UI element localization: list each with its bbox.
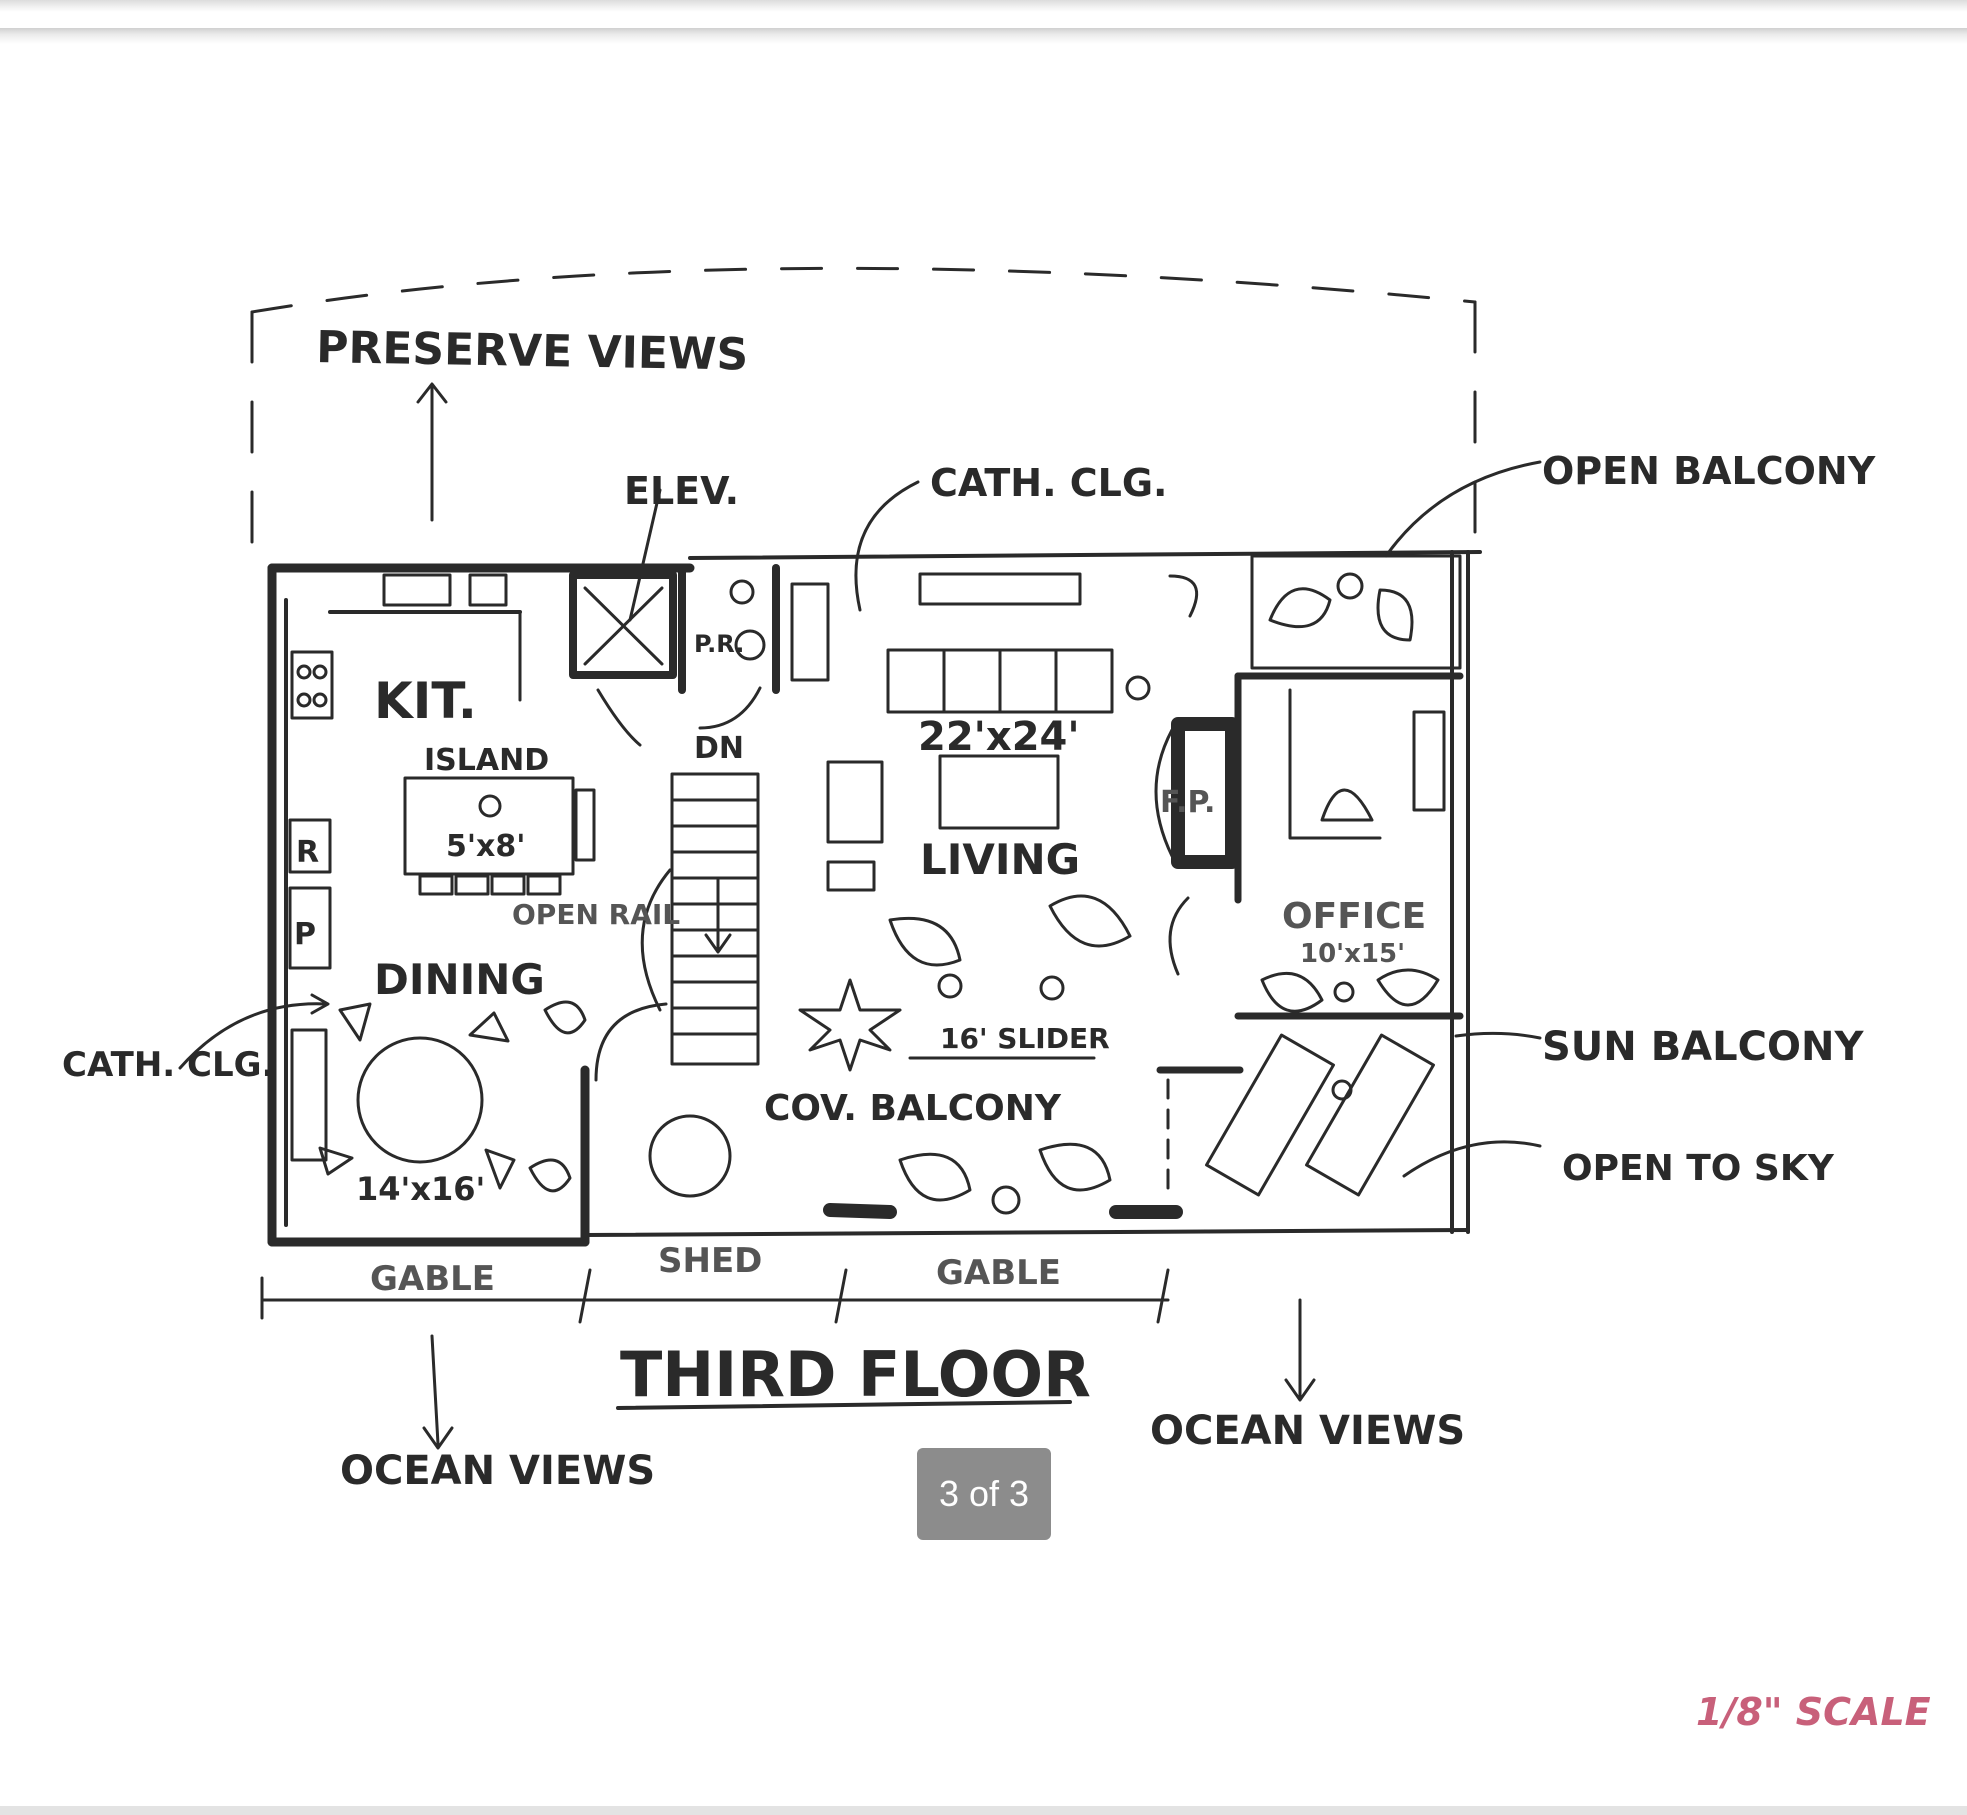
label-elev: ELEV. [624, 469, 739, 513]
bottom-divider [0, 1806, 1967, 1815]
exterior-walls-light [284, 550, 1482, 1237]
label-cath-clg-top: CATH. CLG. [930, 461, 1167, 505]
arrow-cath-clg-left [178, 1002, 328, 1070]
label-preserve-views: PRESERVE VIEWS [316, 322, 749, 381]
paper-edge [0, 28, 1967, 44]
label-ocean-views-left: OCEAN VIEWS [340, 1448, 655, 1494]
office-furniture [1168, 574, 1446, 1013]
view-boundary-dashed [250, 266, 1477, 314]
label-open-to-sky: OPEN TO SKY [1562, 1148, 1835, 1189]
label-dining: DINING [374, 955, 545, 1004]
living-furniture [798, 572, 1151, 1072]
label-cov-balcony: COV. BALCONY [764, 1088, 1062, 1129]
label-gable-right: GABLE [936, 1253, 1061, 1293]
dimension-line [260, 1268, 1170, 1324]
label-fp: F.P. [1160, 785, 1215, 820]
label-dn: DN [694, 731, 744, 766]
label-pr: P.R. [694, 630, 744, 658]
exterior-walls [267, 563, 695, 1247]
label-sun-balcony: SUN BALCONY [1542, 1024, 1864, 1070]
scale-note: 1/8" SCALE [1696, 1690, 1931, 1734]
covered-balcony [648, 1078, 1183, 1219]
kitchen-island [403, 776, 596, 896]
office-walls [1156, 672, 1464, 1074]
open-rail-curve [640, 868, 672, 1012]
dining-table [290, 1000, 587, 1193]
fireplace [1154, 717, 1239, 869]
kitchen-counters [288, 573, 522, 970]
top-divider [0, 0, 1967, 12]
label-kit: KIT. [374, 672, 477, 730]
label-living: LIVING [920, 835, 1080, 884]
label-island-size: 5'x8' [446, 829, 525, 864]
label-p: P [294, 917, 316, 952]
label-open-rail: OPEN RAIL [512, 898, 680, 931]
open-balcony [1250, 554, 1462, 670]
label-island: ISLAND [424, 743, 549, 778]
label-shed: SHED [658, 1241, 762, 1281]
elevator-shaft [569, 571, 677, 747]
arrow-open-to-sky [1402, 1140, 1542, 1178]
sun-balcony [1205, 1033, 1435, 1197]
powder-room [678, 564, 830, 694]
title-underline [616, 1400, 1072, 1410]
label-dining-size: 14'x16' [356, 1170, 485, 1208]
label-ocean-views-right: OCEAN VIEWS [1150, 1408, 1465, 1454]
label-living-size: 22'x24' [918, 714, 1080, 760]
arrow-sun-balcony [1454, 1031, 1542, 1040]
label-sliders: 16' SLIDER [940, 1022, 1110, 1055]
label-cath-clg-left: CATH. CLG. [62, 1045, 274, 1085]
stair [670, 772, 760, 1066]
sketch-title: THIRD FLOOR [620, 1338, 1091, 1411]
page-counter-badge: 3 of 3 [917, 1448, 1051, 1540]
arrow-ocean-views-left [430, 1334, 440, 1446]
label-open-balcony: OPEN BALCONY [1542, 449, 1876, 493]
label-office-size: 10'x15' [1300, 939, 1405, 969]
label-office: OFFICE [1282, 896, 1426, 937]
arrow-cath-clg-top [854, 480, 920, 612]
arrow-open-balcony [1384, 460, 1542, 558]
label-gable-left: GABLE [370, 1259, 495, 1299]
label-r: R [296, 835, 319, 870]
